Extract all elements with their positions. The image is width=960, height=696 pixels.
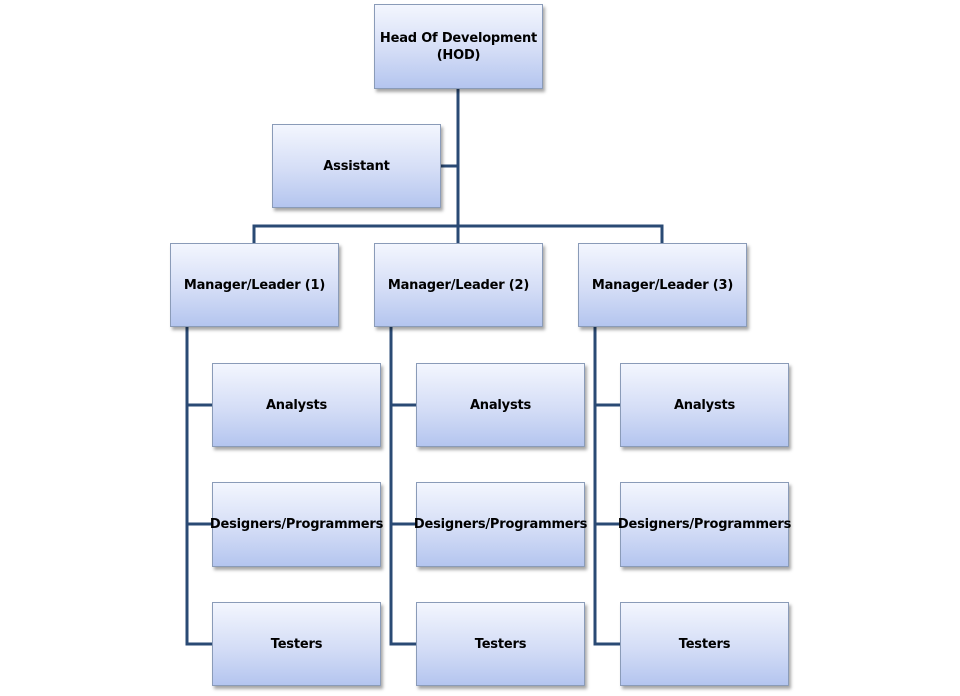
node-manager-2: Manager/Leader (2) — [374, 243, 543, 327]
node-m2-designers-programmers: Designers/Programmers — [413, 482, 588, 567]
node-m3-designers-label: Designers/Programmers — [617, 517, 792, 532]
node-m2-analysts: Analysts — [416, 363, 585, 447]
node-m1-analysts-label: Analysts — [265, 397, 328, 413]
node-assistant-label: Assistant — [323, 158, 390, 174]
node-head-line2: (HOD) — [436, 47, 481, 63]
node-manager-2-label: Manager/Leader (2) — [387, 277, 530, 293]
node-m1-designers-label: Designers/Programmers — [209, 517, 384, 532]
node-assistant: Assistant — [272, 124, 441, 208]
node-m1-designers-programmers: Designers/Programmers — [209, 482, 384, 567]
node-m1-testers-label: Testers — [270, 636, 323, 652]
node-m1-testers: Testers — [212, 602, 381, 686]
node-m2-testers: Testers — [416, 602, 585, 686]
node-manager-3-label: Manager/Leader (3) — [591, 277, 734, 293]
node-manager-1-label: Manager/Leader (1) — [183, 277, 326, 293]
node-m2-testers-label: Testers — [474, 636, 527, 652]
node-manager-1: Manager/Leader (1) — [170, 243, 339, 327]
node-m3-testers-label: Testers — [678, 636, 731, 652]
node-m1-analysts: Analysts — [212, 363, 381, 447]
node-m3-analysts: Analysts — [620, 363, 789, 447]
node-head-of-development: Head Of Development (HOD) — [374, 4, 543, 89]
node-m3-designers-programmers: Designers/Programmers — [617, 482, 792, 567]
node-m2-analysts-label: Analysts — [469, 397, 532, 413]
node-m3-analysts-label: Analysts — [673, 397, 736, 413]
node-m3-testers: Testers — [620, 602, 789, 686]
node-m2-designers-label: Designers/Programmers — [413, 517, 588, 532]
node-manager-3: Manager/Leader (3) — [578, 243, 747, 327]
node-head-line1: Head Of Development — [379, 30, 538, 46]
